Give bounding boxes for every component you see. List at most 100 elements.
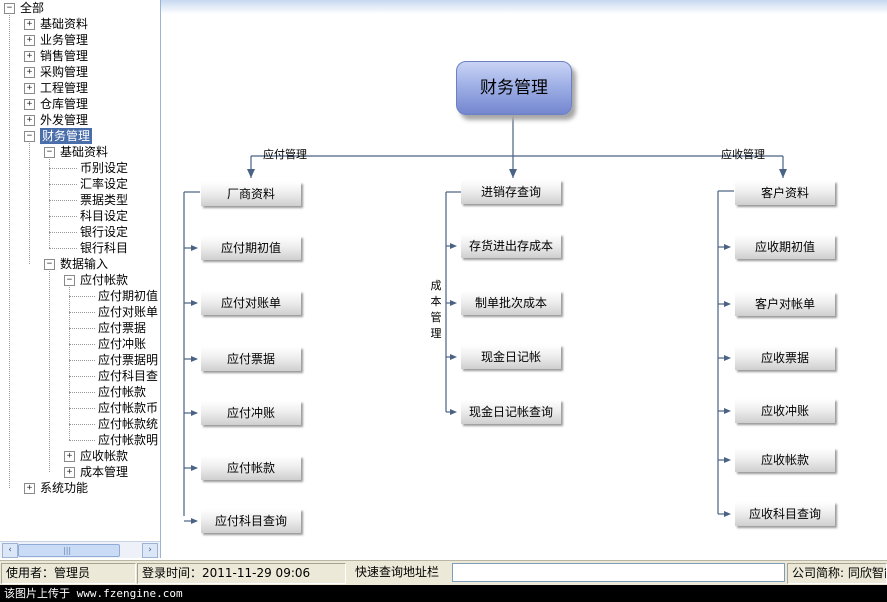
scroll-right-button[interactable]: ›	[142, 543, 158, 558]
collapse-icon[interactable]: −	[64, 275, 75, 286]
tree-node[interactable]: 票据类型	[0, 192, 160, 208]
payable-node[interactable]: 厂商资料	[201, 182, 301, 206]
arrow-right-icon	[450, 354, 457, 360]
tree-node[interactable]: 科目设定	[0, 208, 160, 224]
cost-node[interactable]: 制单批次成本	[461, 291, 561, 315]
tree-connector	[69, 408, 95, 409]
tree-node[interactable]: +系统功能	[0, 480, 160, 496]
tree-node[interactable]: 应付期初值	[0, 288, 160, 304]
tree-node[interactable]: 应付冲账	[0, 336, 160, 352]
tree-node-label: 应付票据	[98, 321, 147, 335]
arrow-right-icon	[191, 245, 198, 251]
payable-node[interactable]: 应付帐款	[201, 456, 301, 480]
receivable-node[interactable]: 应收票据	[735, 346, 835, 370]
expand-icon[interactable]: +	[24, 83, 35, 94]
tree-node-label: 应付帐款	[98, 385, 147, 399]
tree-node-label: 应付帐款	[80, 273, 129, 287]
quick-query-input[interactable]	[452, 563, 785, 582]
tree-node[interactable]: 应付科目查	[0, 368, 160, 384]
tree-node[interactable]: +外发管理	[0, 112, 160, 128]
expand-icon[interactable]: +	[24, 19, 35, 30]
tree-node[interactable]: 应付票据	[0, 320, 160, 336]
tree-connector	[69, 312, 95, 313]
tree-connector	[69, 376, 95, 377]
expand-icon[interactable]: +	[24, 483, 35, 494]
scrollbar-thumb[interactable]: |||	[18, 544, 120, 557]
tree-node[interactable]: +仓库管理	[0, 96, 160, 112]
root-node-finance[interactable]: 财务管理	[456, 61, 572, 115]
collapse-icon[interactable]: −	[4, 3, 15, 14]
header-gradient	[161, 0, 887, 14]
tree-node-label: 采购管理	[40, 65, 89, 79]
arrow-right-icon	[191, 465, 198, 471]
tree-node[interactable]: 币别设定	[0, 160, 160, 176]
expand-icon[interactable]: +	[24, 67, 35, 78]
tree-node-label: 银行科目	[80, 241, 129, 255]
arrow-right-icon	[724, 408, 731, 414]
tree-node[interactable]: 汇率设定	[0, 176, 160, 192]
status-company: 公司简称: 同欣智能	[787, 563, 887, 584]
expand-icon[interactable]: +	[24, 51, 35, 62]
receivable-node[interactable]: 应收帐款	[735, 448, 835, 472]
tree-node[interactable]: 应付帐款	[0, 384, 160, 400]
cost-node[interactable]: 存货进出存成本	[461, 234, 561, 258]
tree-node[interactable]: 应付帐款统	[0, 416, 160, 432]
tree-node[interactable]: −应付帐款	[0, 272, 160, 288]
collapse-icon[interactable]: −	[24, 131, 35, 142]
arrow-right-icon	[191, 300, 198, 306]
cost-node[interactable]: 现金日记帐查询	[461, 400, 561, 424]
tree-node[interactable]: +成本管理	[0, 464, 160, 480]
collapse-icon[interactable]: −	[44, 259, 55, 270]
receivable-node[interactable]: 应收期初值	[735, 235, 835, 259]
tree-node[interactable]: 银行设定	[0, 224, 160, 240]
tree-node[interactable]: −基础资料	[0, 144, 160, 160]
payable-node[interactable]: 应付对账单	[201, 291, 301, 315]
tree-node[interactable]: −数据输入	[0, 256, 160, 272]
cost-node[interactable]: 现金日记帐	[461, 345, 561, 369]
tree-node[interactable]: + 采购管理	[0, 64, 160, 80]
expand-icon[interactable]: +	[24, 115, 35, 126]
receivable-node[interactable]: 客户资料	[735, 181, 835, 205]
tree-connector	[69, 360, 95, 361]
arrow-right-icon	[450, 409, 457, 415]
tree-node[interactable]: +工程管理	[0, 80, 160, 96]
collapse-icon[interactable]: −	[44, 147, 55, 158]
tree-node-label: 应付冲账	[98, 337, 147, 351]
tree-node[interactable]: 应付对账单	[0, 304, 160, 320]
payable-node[interactable]: 应付票据	[201, 347, 301, 371]
receivable-node[interactable]: 应收冲账	[735, 399, 835, 423]
arrow-right-icon	[191, 410, 198, 416]
tree-node[interactable]: +应收帐款	[0, 448, 160, 464]
tree-node[interactable]: 应付帐款币	[0, 400, 160, 416]
scroll-left-button[interactable]: ‹	[2, 543, 18, 558]
tree-node[interactable]: +销售管理	[0, 48, 160, 64]
tree-connector	[49, 232, 77, 233]
tree-node-label: 票据类型	[80, 193, 129, 207]
receivable-node[interactable]: 应收科目查询	[735, 502, 835, 526]
arrow-right-icon	[724, 355, 731, 361]
tree-node[interactable]: −财务管理	[0, 128, 160, 144]
receivable-node[interactable]: 客户对帐单	[735, 292, 835, 316]
tree-node-label: 应付科目查	[98, 369, 159, 383]
tree-node[interactable]: 应付票据明	[0, 352, 160, 368]
tree-node[interactable]: 应付帐款明	[0, 432, 160, 448]
arrow-right-icon	[724, 511, 731, 517]
expand-icon[interactable]: +	[64, 467, 75, 478]
tree-node[interactable]: +业务管理	[0, 32, 160, 48]
payable-node[interactable]: 应付冲账	[201, 401, 301, 425]
expand-icon[interactable]: +	[24, 35, 35, 46]
expand-icon[interactable]: +	[24, 99, 35, 110]
tree-connector	[49, 200, 77, 201]
tree-node[interactable]: −全部	[0, 0, 160, 16]
horizontal-scrollbar[interactable]: ‹ ||| ›	[0, 541, 160, 558]
payable-node[interactable]: 应付期初值	[201, 236, 301, 260]
tree-connector	[49, 157, 50, 248]
tree-node[interactable]: +基础资料	[0, 16, 160, 32]
cost-node[interactable]: 进销存查询	[461, 180, 561, 204]
tree-node-label: 财务管理	[40, 128, 93, 144]
payable-node[interactable]: 应付科目查询	[201, 509, 301, 533]
tree-node[interactable]: 银行科目	[0, 240, 160, 256]
tree-connector	[69, 285, 70, 440]
expand-icon[interactable]: +	[64, 451, 75, 462]
